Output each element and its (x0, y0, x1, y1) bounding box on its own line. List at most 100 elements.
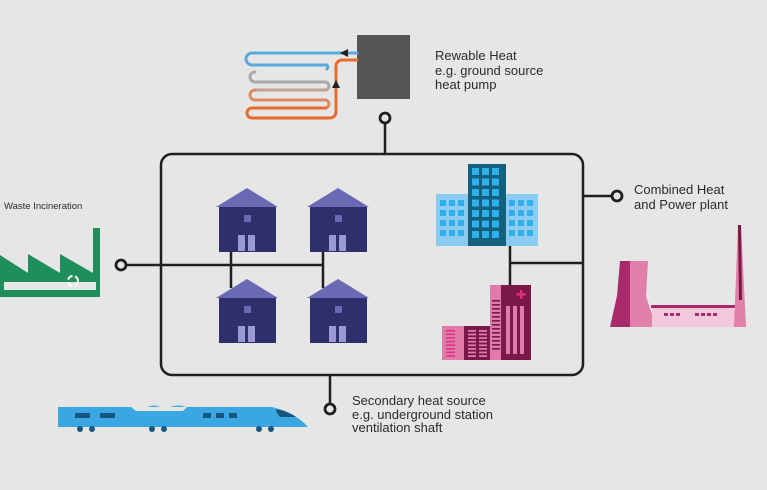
house-icon (307, 188, 369, 252)
label-line: heat pump (435, 77, 497, 93)
cooling-tower-light (630, 261, 656, 327)
network-lines (126, 123, 611, 404)
office-window (449, 210, 455, 216)
office-window (440, 200, 446, 206)
label-line: e.g. underground station (352, 406, 493, 422)
office-window (518, 220, 524, 226)
office-window (509, 200, 515, 206)
plant-hall (652, 308, 738, 327)
office-window (482, 168, 489, 175)
office-window (527, 210, 533, 216)
flow-arrow-left (340, 49, 348, 57)
office-window (440, 220, 446, 226)
office-window (449, 200, 455, 206)
power-plant-icon (610, 225, 746, 327)
houses (216, 188, 369, 343)
hospital-stripe (492, 348, 500, 350)
hospital-stripe (446, 330, 455, 332)
label-line: e.g. ground source (435, 62, 544, 78)
connection-nodes (114, 111, 624, 416)
hospital-stripe (468, 355, 476, 357)
office-window (440, 210, 446, 216)
node-secondary[interactable] (323, 402, 337, 416)
office-window (482, 210, 489, 217)
office-window (449, 230, 455, 236)
hospital-stripe (446, 355, 455, 357)
office-window (482, 189, 489, 196)
hospital-stripe (479, 355, 487, 357)
train-windows (75, 413, 237, 418)
office-window (458, 220, 464, 226)
office-window (482, 231, 489, 238)
label-waste-incineration: Waste Incineration (4, 201, 83, 213)
hospital-stripe (479, 344, 487, 347)
hospital-stripe (479, 333, 487, 336)
office-window (472, 199, 479, 207)
factory-base-stripe (4, 282, 96, 290)
hospital-stripe (479, 337, 487, 339)
hospital-stripe (446, 351, 455, 354)
office-window (458, 230, 464, 236)
hospital-stripes (446, 300, 500, 357)
hospital-stripe (468, 344, 476, 347)
hospital-stripe (446, 333, 455, 336)
office-window (440, 230, 446, 236)
recycle-icon (67, 275, 79, 287)
office-window (492, 168, 499, 175)
node-heat-pump[interactable] (378, 111, 392, 125)
hospital-stripe (492, 328, 500, 330)
hospital-stripe (446, 344, 455, 346)
office-window (492, 210, 499, 217)
office-window (472, 220, 479, 228)
node-waste[interactable] (114, 258, 128, 272)
hospital-stripe (479, 340, 487, 343)
office-window (472, 168, 479, 175)
hospital-stripe (492, 312, 500, 314)
office-building-icon (436, 164, 538, 246)
hospital-stripe (492, 316, 500, 318)
pipe-cold (244, 51, 359, 71)
office-window (458, 200, 464, 206)
heat-pump-icon (244, 35, 410, 120)
hospital-stripe (446, 348, 455, 350)
office-window (472, 231, 479, 238)
hospital-stripe (468, 340, 476, 343)
office-window (509, 230, 515, 236)
hospital-icon (442, 285, 531, 360)
office-window (482, 178, 489, 186)
hospital-stripe (468, 330, 476, 332)
train-icon (58, 405, 308, 432)
hospital-stripe (479, 351, 487, 354)
label-line: ventilation shaft (352, 420, 443, 436)
house-icon (307, 279, 369, 343)
hospital-stripe (492, 300, 500, 302)
label-secondary-heat-source: Secondary heat source e.g. underground s… (352, 394, 493, 435)
hospital-stripe (492, 320, 500, 322)
house-icon (216, 188, 278, 252)
office-window (518, 210, 524, 216)
heat-pump-box (357, 35, 410, 99)
label-line: and Power plant (634, 196, 728, 212)
hospital-stripe (492, 324, 500, 326)
label-renewable-heat: Rewable Heat e.g. ground source heat pum… (435, 48, 544, 93)
office-window (492, 220, 499, 228)
waste-incinerator-icon (0, 228, 100, 297)
plant-roof (651, 305, 741, 308)
hospital-cross (516, 290, 526, 299)
office-windows (440, 168, 533, 238)
train-windshield (276, 409, 296, 417)
chimney-dark (738, 225, 742, 300)
hospital-stripe (468, 351, 476, 354)
train-wheels (77, 426, 274, 432)
pipe-grey (248, 70, 331, 92)
hospital-stripe (492, 332, 500, 334)
hospital-stripe (479, 330, 487, 332)
hospital-stripe (479, 348, 487, 350)
label-line: Waste Incineration (4, 201, 83, 212)
office-window (482, 220, 489, 228)
node-chp[interactable] (610, 189, 624, 203)
hospital-stripe (492, 304, 500, 306)
hospital-stripe (446, 337, 455, 339)
hospital-stripe (468, 333, 476, 336)
